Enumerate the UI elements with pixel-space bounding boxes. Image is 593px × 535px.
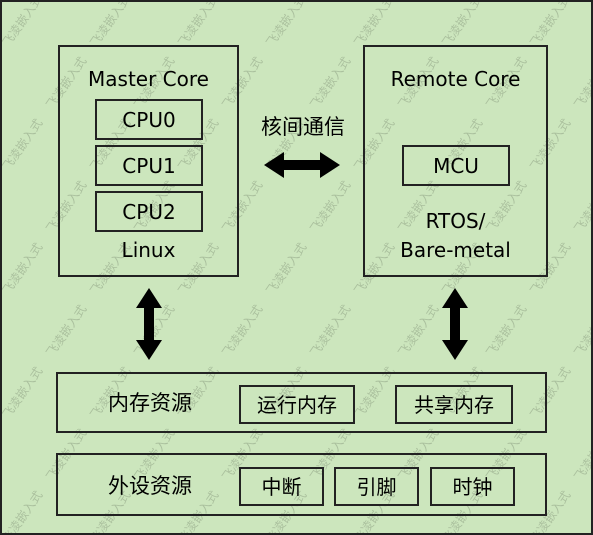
watermark-text: 飞凌嵌入式 (351, 0, 398, 50)
watermark-text: 飞凌嵌入式 (87, 0, 134, 50)
cpu0-label: CPU0 (122, 108, 176, 132)
ipc-double-arrow (264, 152, 340, 178)
interrupt-label: 中断 (261, 475, 302, 499)
peripheral-resources-box: 外设资源 中断 引脚 时钟 (56, 453, 547, 516)
ipc-label: 核间通信 (261, 115, 345, 139)
cpu1-box: CPU1 (95, 145, 203, 186)
watermark-text: 飞凌嵌入式 (571, 426, 593, 484)
memory-resources-label: 内存资源 (108, 391, 192, 415)
watermark-text: 飞凌嵌入式 (219, 302, 266, 360)
watermark-text: 飞凌嵌入式 (483, 302, 530, 360)
cpu2-label: CPU2 (122, 200, 176, 224)
cpu2-box: CPU2 (95, 191, 203, 232)
cpu1-label: CPU1 (122, 154, 176, 178)
watermark-text: 飞凌嵌入式 (395, 302, 442, 360)
watermark-text: 飞凌嵌入式 (439, 0, 486, 50)
mcu-label: MCU (433, 154, 479, 178)
clock-label: 时钟 (452, 475, 493, 499)
watermark-text: 飞凌嵌入式 (0, 240, 46, 298)
watermark-text: 飞凌嵌入式 (43, 302, 90, 360)
remote-os-line2: Bare-metal (400, 238, 511, 262)
shared-memory-label: 共享内存 (414, 393, 494, 417)
watermark-text: 飞凌嵌入式 (571, 178, 593, 236)
runtime-memory-label: 运行内存 (257, 393, 337, 417)
watermark-text: 飞凌嵌入式 (0, 0, 46, 50)
mcu-box: MCU (402, 145, 510, 186)
shared-memory-box: 共享内存 (395, 385, 513, 424)
peripheral-resources-label: 外设资源 (108, 474, 192, 498)
memory-resources-box: 内存资源 运行内存 共享内存 (56, 372, 547, 433)
watermark-text: 飞凌嵌入式 (571, 302, 593, 360)
watermark-text: 飞凌嵌入式 (0, 488, 46, 535)
pin-box: 引脚 (334, 467, 419, 506)
cpu0-box: CPU0 (95, 99, 203, 140)
remote-core-box: Remote Core MCU RTOS/ Bare-metal (363, 45, 548, 277)
watermark-text: 飞凌嵌入式 (0, 116, 46, 174)
watermark-text: 飞凌嵌入式 (307, 178, 354, 236)
runtime-memory-box: 运行内存 (239, 385, 355, 424)
watermark-text: 飞凌嵌入式 (175, 0, 222, 50)
remote-memory-arrow (442, 288, 468, 360)
interrupt-box: 中断 (239, 467, 324, 506)
remote-core-title: Remote Core (390, 67, 521, 91)
clock-box: 时钟 (430, 467, 515, 506)
watermark-text: 飞凌嵌入式 (527, 0, 574, 50)
master-core-title: Master Core (88, 67, 209, 91)
watermark-text: 飞凌嵌入式 (571, 54, 593, 112)
watermark-text: 飞凌嵌入式 (263, 0, 310, 50)
watermark-text: 飞凌嵌入式 (307, 54, 354, 112)
watermark-text: 飞凌嵌入式 (307, 302, 354, 360)
master-core-box: Master Core CPU0 CPU1 CPU2 Linux (58, 45, 239, 277)
remote-os-line1: RTOS/ (425, 209, 486, 233)
master-os-label: Linux (121, 238, 176, 262)
watermark-text: 飞凌嵌入式 (0, 364, 46, 422)
watermark-text: 飞凌嵌入式 (263, 240, 310, 298)
master-memory-arrow (136, 288, 162, 360)
pin-label: 引脚 (356, 475, 397, 499)
